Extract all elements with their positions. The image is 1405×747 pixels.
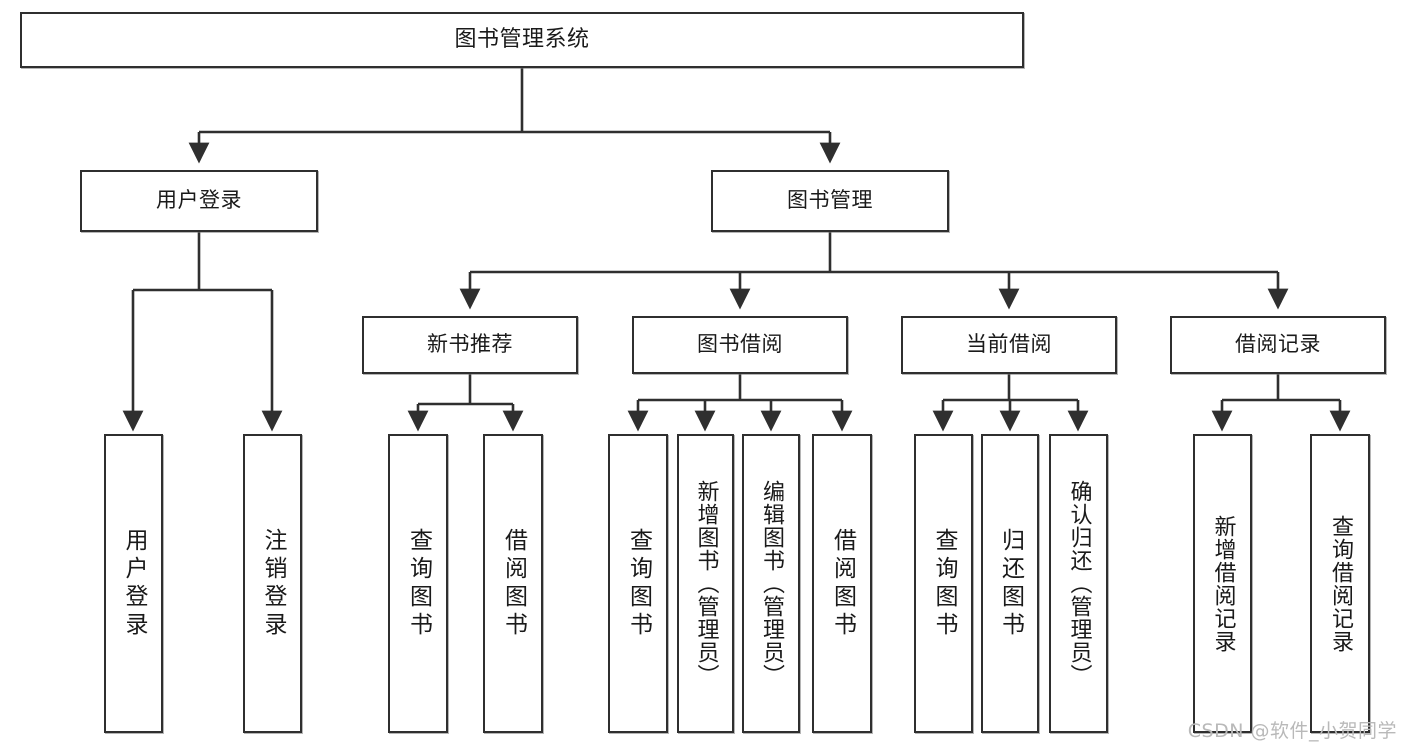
node-borrow-record[interactable]: 借阅记录 [1170, 316, 1386, 374]
node-label: 图书管理系统 [454, 26, 590, 52]
node-user-login[interactable]: 用户登录 [80, 170, 318, 232]
node-root-system[interactable]: 图书管理系统 [20, 12, 1024, 68]
leaf-borrow-book-1[interactable]: 借阅图书 [483, 434, 543, 733]
node-current-borrow[interactable]: 当前借阅 [901, 316, 1117, 374]
node-label: 用户登录 [121, 527, 147, 640]
node-label: 归还图书 [997, 527, 1024, 640]
leaf-borrow-book-2[interactable]: 借阅图书 [812, 434, 872, 733]
node-label: 注销登录 [260, 527, 286, 640]
node-label: 新书推荐 [427, 332, 513, 357]
leaf-query-book-3[interactable]: 查询图书 [914, 434, 973, 733]
node-label: 借阅图书 [500, 527, 527, 640]
node-label: 查询图书 [405, 527, 432, 640]
watermark-text: CSDN @软件_小贺同学 [1187, 720, 1397, 742]
node-new-book-recommend[interactable]: 新书推荐 [362, 316, 578, 374]
node-label: 借阅图书 [829, 527, 856, 640]
leaf-add-book-admin[interactable]: 新增图书（管理员） [677, 434, 734, 733]
leaf-return-book[interactable]: 归还图书 [981, 434, 1039, 733]
node-label: 用户登录 [156, 188, 242, 213]
node-label: 查询图书 [931, 527, 957, 640]
leaf-query-book-1[interactable]: 查询图书 [388, 434, 448, 733]
leaf-add-borrow-record[interactable]: 新增借阅记录 [1193, 434, 1252, 733]
leaf-edit-book-admin[interactable]: 编辑图书（管理员） [742, 434, 800, 733]
node-book-borrow[interactable]: 图书借阅 [632, 316, 848, 374]
node-label: 查询借阅记录 [1328, 514, 1353, 653]
node-label: 借阅记录 [1235, 332, 1321, 357]
node-label: 新增借阅记录 [1210, 514, 1236, 653]
leaf-query-borrow-record[interactable]: 查询借阅记录 [1310, 434, 1370, 733]
node-label: 图书借阅 [697, 332, 783, 357]
node-book-management[interactable]: 图书管理 [711, 170, 949, 232]
node-label: 新增图书（管理员） [693, 480, 719, 687]
node-label: 当前借阅 [966, 332, 1052, 357]
leaf-query-book-2[interactable]: 查询图书 [608, 434, 668, 733]
leaf-user-login[interactable]: 用户登录 [104, 434, 163, 733]
node-label: 图书管理 [787, 188, 873, 213]
node-label: 确认归还（管理员） [1066, 480, 1092, 687]
leaf-confirm-return-admin[interactable]: 确认归还（管理员） [1049, 434, 1108, 733]
node-label: 编辑图书（管理员） [759, 480, 784, 687]
leaf-logout-login[interactable]: 注销登录 [243, 434, 302, 733]
node-label: 查询图书 [625, 527, 652, 640]
